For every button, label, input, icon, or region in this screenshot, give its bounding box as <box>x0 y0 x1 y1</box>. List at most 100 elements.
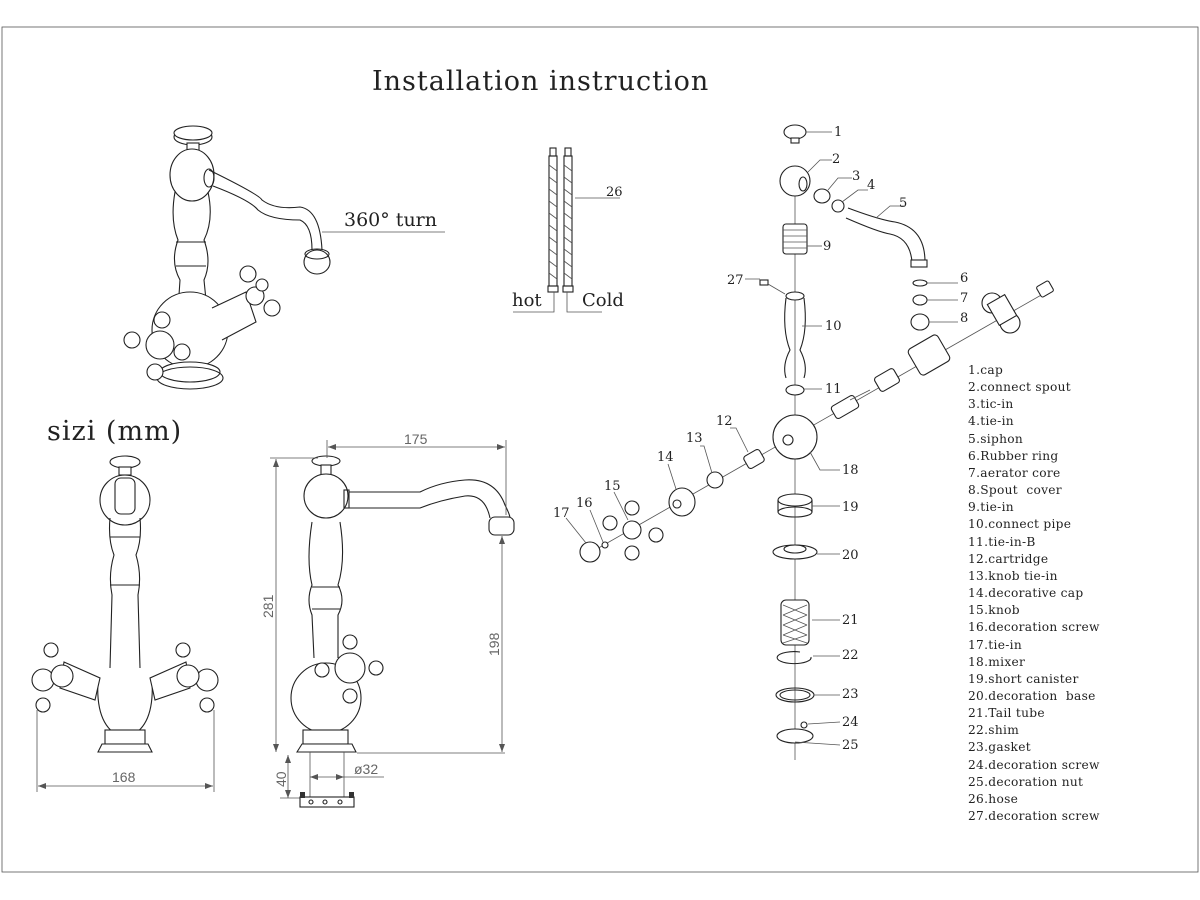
callout-22: 22 <box>842 648 859 663</box>
part-number: 8 <box>968 483 977 498</box>
part-name: connect spout <box>980 380 1071 395</box>
part-number: 13 <box>968 568 985 583</box>
part-number: 3 <box>968 397 977 412</box>
part-name: shim <box>988 723 1020 738</box>
part-name: tie-in <box>980 500 1014 515</box>
front-width-dimension: 168 <box>112 769 136 785</box>
part-name: Rubber ring <box>980 448 1059 463</box>
callout-11: 11 <box>825 382 842 397</box>
part-number: 19 <box>968 671 985 686</box>
part-number: 14 <box>968 586 985 601</box>
callout-21: 21 <box>842 613 859 628</box>
part-number: 1 <box>968 363 977 377</box>
part-number: 23 <box>968 740 985 755</box>
part-number: 7 <box>968 465 977 480</box>
part-number: 27 <box>968 809 985 824</box>
part-number: 15 <box>968 603 985 618</box>
callout-4: 4 <box>867 178 875 193</box>
callout-3: 3 <box>852 169 860 184</box>
parts-list-item: 14.decorative cap <box>968 585 1100 602</box>
parts-list-item: 11.tie-in-B <box>968 534 1100 551</box>
part-name: knob tie-in <box>988 568 1058 583</box>
parts-list-item: 23.gasket <box>968 739 1100 756</box>
part-separator: . <box>984 723 989 738</box>
part-name: hose <box>988 791 1019 806</box>
hose-callout: 26 <box>606 185 623 200</box>
parts-list-item: 19.short canister <box>968 671 1100 688</box>
part-number: 6 <box>968 448 977 463</box>
part-name: cartridge <box>988 551 1049 566</box>
part-name: tic-in <box>980 397 1014 412</box>
part-separator: . <box>984 671 989 686</box>
part-name: connect pipe <box>988 517 1072 532</box>
parts-list-item: 26.hose <box>968 791 1100 808</box>
part-number: 5 <box>968 431 977 446</box>
part-separator: . <box>984 620 989 635</box>
part-name: siphon <box>980 431 1024 446</box>
parts-list-item: 15.knob <box>968 602 1100 619</box>
callout-12: 12 <box>716 414 733 429</box>
part-name: Tail tube <box>988 706 1045 721</box>
part-name: cap <box>980 363 1004 377</box>
part-separator: . <box>984 551 989 566</box>
parts-list-item: 7.aerator core <box>968 465 1100 482</box>
exploded-view-drawing <box>565 124 1054 760</box>
parts-list-item: 8.Spout cover <box>968 482 1100 499</box>
part-name: decoration nut <box>988 774 1084 789</box>
callout-17: 17 <box>553 506 570 521</box>
parts-list-item: 2.connect spout <box>968 379 1100 396</box>
part-separator: . <box>984 637 989 652</box>
part-number: 20 <box>968 688 985 703</box>
callout-15: 15 <box>604 479 621 494</box>
parts-list-item: 16.decoration screw <box>968 619 1100 636</box>
part-separator: . <box>984 586 989 601</box>
part-separator: . <box>976 465 981 480</box>
parts-list-item: 20.decoration base <box>968 688 1100 705</box>
hot-label: hot <box>512 290 542 311</box>
part-separator: . <box>976 431 981 446</box>
side-view-drawing <box>270 440 515 808</box>
callout-18: 18 <box>842 463 859 478</box>
parts-list-item: 12.cartridge <box>968 551 1100 568</box>
callout-7: 7 <box>960 291 968 306</box>
size-heading: sizi (mm) <box>47 416 182 447</box>
part-separator: . <box>984 757 989 772</box>
part-name: decoration base <box>988 688 1096 703</box>
cold-label: Cold <box>582 290 624 311</box>
parts-list-item: 13.knob tie-in <box>968 568 1100 585</box>
part-number: 18 <box>968 654 985 669</box>
part-name: tie-in <box>980 414 1014 429</box>
callout-6: 6 <box>960 271 968 286</box>
callout-20: 20 <box>842 548 859 563</box>
parts-list-item: 24.decoration screw <box>968 757 1100 774</box>
part-number: 22 <box>968 723 985 738</box>
part-name: tie-in-B <box>988 534 1036 549</box>
shank-length-dimension: 40 <box>273 771 289 787</box>
parts-list-item: 9.tie-in <box>968 499 1100 516</box>
part-number: 17 <box>968 637 985 652</box>
parts-list-item: 5.siphon <box>968 431 1100 448</box>
part-separator: . <box>984 774 989 789</box>
part-name: knob <box>988 603 1020 618</box>
side-reach-dimension: 175 <box>404 431 428 447</box>
callout-23: 23 <box>842 687 859 702</box>
hoses-drawing <box>513 147 620 313</box>
parts-list-item: 1.cap <box>968 362 1100 379</box>
part-separator: . <box>976 500 981 515</box>
parts-list-item: 25.decoration nut <box>968 774 1100 791</box>
page-title: Installation instruction <box>372 66 709 97</box>
rotation-annotation: 360° turn <box>344 209 437 231</box>
part-number: 21 <box>968 706 985 721</box>
parts-list-item: 21.Tail tube <box>968 705 1100 722</box>
parts-list-item: 18.mixer <box>968 654 1100 671</box>
parts-list-item: 6.Rubber ring <box>968 448 1100 465</box>
callout-24: 24 <box>842 715 859 730</box>
front-view-drawing <box>31 455 219 792</box>
part-number: 12 <box>968 551 985 566</box>
part-name: decoration screw <box>988 809 1100 824</box>
part-separator: . <box>984 603 989 618</box>
callout-13: 13 <box>686 431 703 446</box>
callout-1: 1 <box>834 125 842 140</box>
